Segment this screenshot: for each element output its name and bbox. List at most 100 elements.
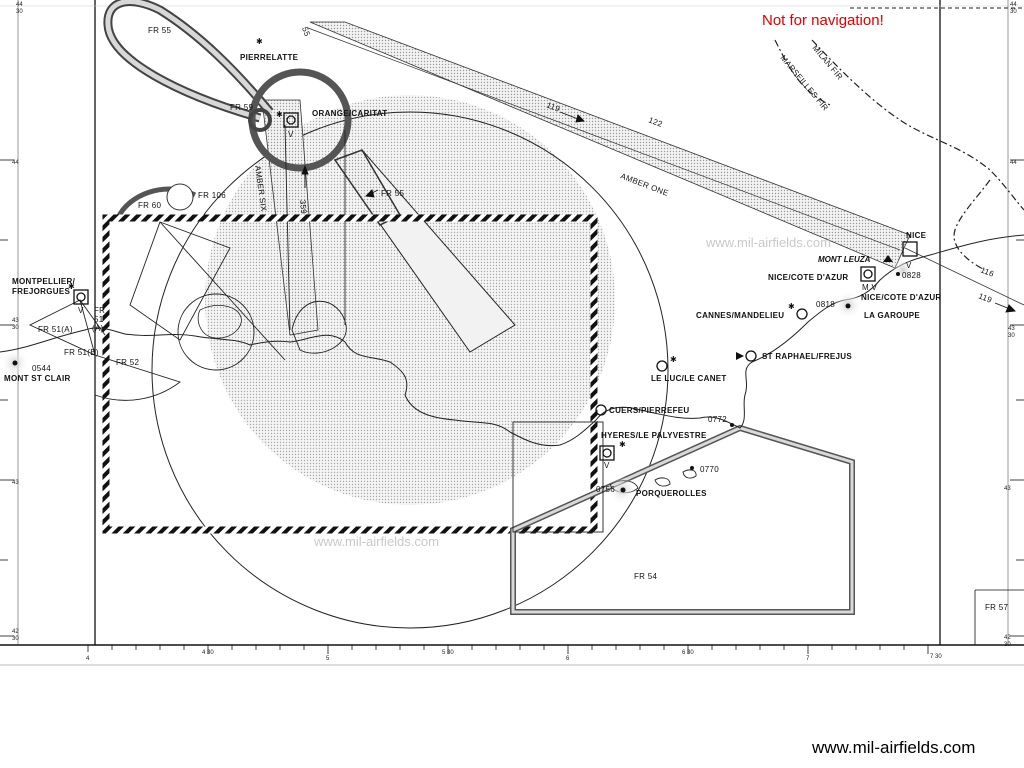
fr57-label: FR 57 <box>985 603 1009 612</box>
lon-4: 4 <box>86 656 90 662</box>
restricted-area-lines <box>129 124 347 371</box>
fl122-label: 122 <box>647 115 664 129</box>
fl116-label: 116 <box>979 265 995 278</box>
website-credit[interactable]: www.mil-airfields.com <box>812 738 976 757</box>
map-frame <box>0 0 1024 666</box>
lon-7: 7 <box>806 656 810 662</box>
fl55-label: 55 <box>300 26 312 38</box>
latitude-ticks <box>0 159 1024 637</box>
lon-5-30: 5 30 <box>442 650 454 656</box>
obstacle-0756: 0756 <box>596 485 615 494</box>
fr60-label: FR 60 <box>138 201 162 210</box>
lon-5: 5 <box>326 656 330 662</box>
montpellier-label-2: FREJORGUES <box>12 287 70 296</box>
fr54-overlap-box <box>512 421 604 533</box>
obstacle-dots <box>12 255 900 493</box>
fir-boundary-3 <box>953 179 991 271</box>
fr106-label: FR 106 <box>198 191 226 200</box>
fr52-label: FR 52 <box>116 358 140 367</box>
pierrelatte-label: PIERRELATTE <box>240 53 299 62</box>
mont-st-clair-label: MONT ST CLAIR <box>4 374 71 383</box>
fr54-label: FR 54 <box>634 572 658 581</box>
beacon-letter-nice-vor: V <box>906 261 912 270</box>
fr106-circle <box>166 183 194 211</box>
fr55-mid-label: FR 55 <box>381 189 405 198</box>
fr54-area-inner <box>511 426 854 614</box>
nice-cote-label-2: NICE/COTE D'AZUR <box>861 293 941 302</box>
st-raphael-label: ST RAPHAEL/FREJUS <box>762 352 852 361</box>
fr54-area <box>510 424 855 615</box>
fr51-label-3: (A) <box>92 324 104 333</box>
fr51-label-2: 51 <box>94 315 104 324</box>
cannes-label: CANNES/MANDELIEU <box>696 311 784 320</box>
montpellier-airfield-icon <box>73 289 89 305</box>
lon-6-30: 6 30 <box>682 650 694 656</box>
lat-44-right: 44 <box>1010 160 1017 166</box>
montpellier-label-1: MONTPELLIER/ <box>12 277 76 286</box>
terminal-area-boundary <box>151 111 669 629</box>
airfield-symbols <box>73 112 918 461</box>
obstacle-0770: 0770 <box>700 465 719 474</box>
fr59-label: FR 59 <box>230 103 254 112</box>
watermark-lower: www.mil-airfields.com <box>313 534 439 549</box>
svg-text:✱: ✱ <box>670 355 677 364</box>
cuers-airfield-icon <box>595 404 607 416</box>
st-raphael-airfield-icon <box>745 350 757 362</box>
lon-6: 6 <box>566 656 570 662</box>
lat-44: 44 <box>12 160 19 166</box>
svg-text:✱: ✱ <box>788 302 795 311</box>
svg-text:✱: ✱ <box>276 110 283 119</box>
orange-airfield-icon <box>283 112 299 128</box>
watermark-upper: www.mil-airfields.com <box>705 235 831 250</box>
fir-boundary <box>811 39 1024 211</box>
coastline-inland <box>197 305 242 339</box>
airway-centerline <box>307 27 901 251</box>
fr59-zone-ring <box>248 108 272 132</box>
hyeres-label: HYERES/LE PALYVESTRE <box>601 431 707 440</box>
lon-4-30: 4 30 <box>202 650 214 656</box>
obstacle-0772: 0772 <box>708 415 727 424</box>
nice-cote-label: NICE/COTE D'AZUR <box>768 273 848 282</box>
lon-7-30: 7 30 <box>930 654 942 660</box>
lat-43-right: 43 <box>1004 486 1011 492</box>
fir-boundary-2 <box>774 39 831 106</box>
airway-extension <box>904 247 1024 306</box>
hatched-tma-boundary <box>102 214 598 534</box>
beacon-letter-nice: M V <box>862 283 877 292</box>
le-luc-airfield-icon <box>656 360 668 372</box>
cannes-airfield-icon <box>796 308 808 320</box>
fr51-label-1: FR <box>94 306 105 315</box>
beacon-letter-montpellier: V <box>78 306 84 315</box>
fr55-corridor-fill <box>105 0 272 121</box>
fr51b-label: FR 51(B) <box>64 348 99 357</box>
hyeres-airfield-icon <box>599 445 615 461</box>
beacon-letter-orange: V <box>288 130 294 139</box>
longitude-ticks <box>87 645 929 654</box>
star-markers: ✱✱✱ ✱✱✱ <box>68 37 795 449</box>
coastline <box>0 234 1024 447</box>
lat-43: 43 <box>12 480 19 486</box>
la-garoupe-label: LA GAROUPE <box>864 311 920 320</box>
milan-fir-label: MILAN FIR <box>810 44 844 82</box>
obstacle-0544: 0544 <box>32 364 51 373</box>
svg-text:✱: ✱ <box>619 440 626 449</box>
amber-one-airway <box>309 21 911 269</box>
obstacle-0828: 0828 <box>902 271 921 280</box>
amber-one-label: AMBER ONE <box>619 171 670 198</box>
fr55-top-label: FR 55 <box>148 26 172 35</box>
orange-label: ORANGE/CARITAT <box>312 109 387 118</box>
nice-cote-airfield-icon <box>860 266 876 282</box>
navigation-warning: Not for navigation! <box>762 12 884 29</box>
obstacle-0818: 0818 <box>816 300 835 309</box>
fr51a-label: FR 51(A) <box>38 325 73 334</box>
fl359-label: 359 <box>298 199 308 214</box>
mont-leuza-label: MONT LEUZA <box>818 255 871 264</box>
beacon-letter-hyeres: V <box>604 461 610 470</box>
nice-vor-icon <box>902 241 918 257</box>
